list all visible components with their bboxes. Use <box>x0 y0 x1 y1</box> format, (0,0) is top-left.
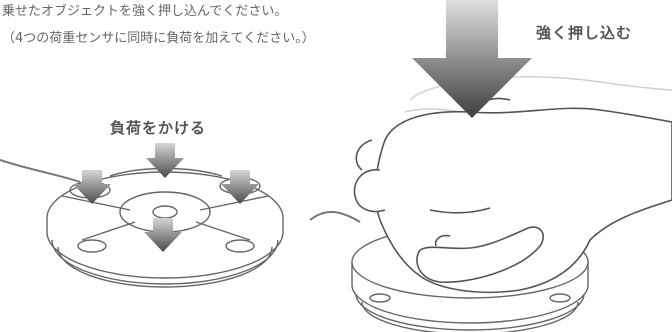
down-arrow-icon <box>146 143 184 178</box>
press-firmly-label: 強く押し込む <box>536 24 633 42</box>
down-arrow-icon <box>412 0 532 118</box>
device-cable <box>0 159 81 183</box>
device-cable <box>309 211 361 223</box>
down-arrow-icon <box>221 170 259 204</box>
hand-icon <box>353 97 672 294</box>
down-arrow-icon <box>73 170 111 204</box>
instruction-line-1: 乗せたオブジェクトを強く押し込んでください。 <box>2 4 288 19</box>
down-arrow-icon <box>144 218 182 252</box>
instruction-line-2: （4つの荷重センサに同時に負荷を加えてください。） <box>2 31 315 46</box>
apply-load-label: 負荷をかける <box>110 119 207 137</box>
